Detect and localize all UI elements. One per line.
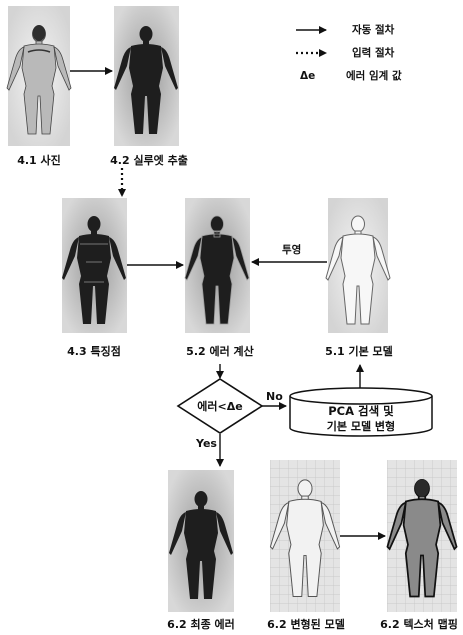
- caption-base-model: 5.1 기본 모델: [315, 345, 403, 358]
- caption-final-error: 6.2 최종 에러: [160, 618, 242, 631]
- silhouette-panel: [114, 6, 179, 146]
- photo-panel: [7, 6, 71, 146]
- deformed-model-panel: [270, 460, 340, 612]
- caption-texture-mapping: 6.2 텍스처 맵핑: [376, 618, 462, 631]
- caption-error-calc: 5.2 에러 계산: [180, 345, 260, 358]
- legend-threshold-label: 에러 임계 값: [346, 70, 402, 83]
- error-calc-panel: [185, 198, 250, 333]
- decision-label: 에러<Δe: [186, 400, 254, 413]
- process-line-1: PCA 검색 및: [292, 405, 430, 418]
- legend-delta-e-symbol: Δe: [300, 70, 315, 83]
- caption-silhouette: 4.2 실루엣 추출: [104, 154, 194, 167]
- caption-photo: 4.1 사진: [4, 154, 74, 167]
- caption-deformed-model: 6.2 변형된 모델: [263, 618, 349, 631]
- yes-label: Yes: [196, 437, 217, 450]
- process-line-2: 기본 모델 변형: [292, 420, 430, 433]
- legend-automatic-label: 자동 절차: [352, 24, 394, 37]
- caption-features: 4.3 특징점: [58, 345, 130, 358]
- projection-label: 투영: [282, 244, 301, 257]
- base-model-panel: [326, 198, 390, 333]
- final-error-panel: [168, 470, 234, 612]
- no-label: No: [266, 390, 283, 403]
- features-panel: [62, 198, 127, 333]
- texture-mapping-panel: [387, 460, 457, 612]
- legend-input-label: 입력 절차: [352, 47, 394, 60]
